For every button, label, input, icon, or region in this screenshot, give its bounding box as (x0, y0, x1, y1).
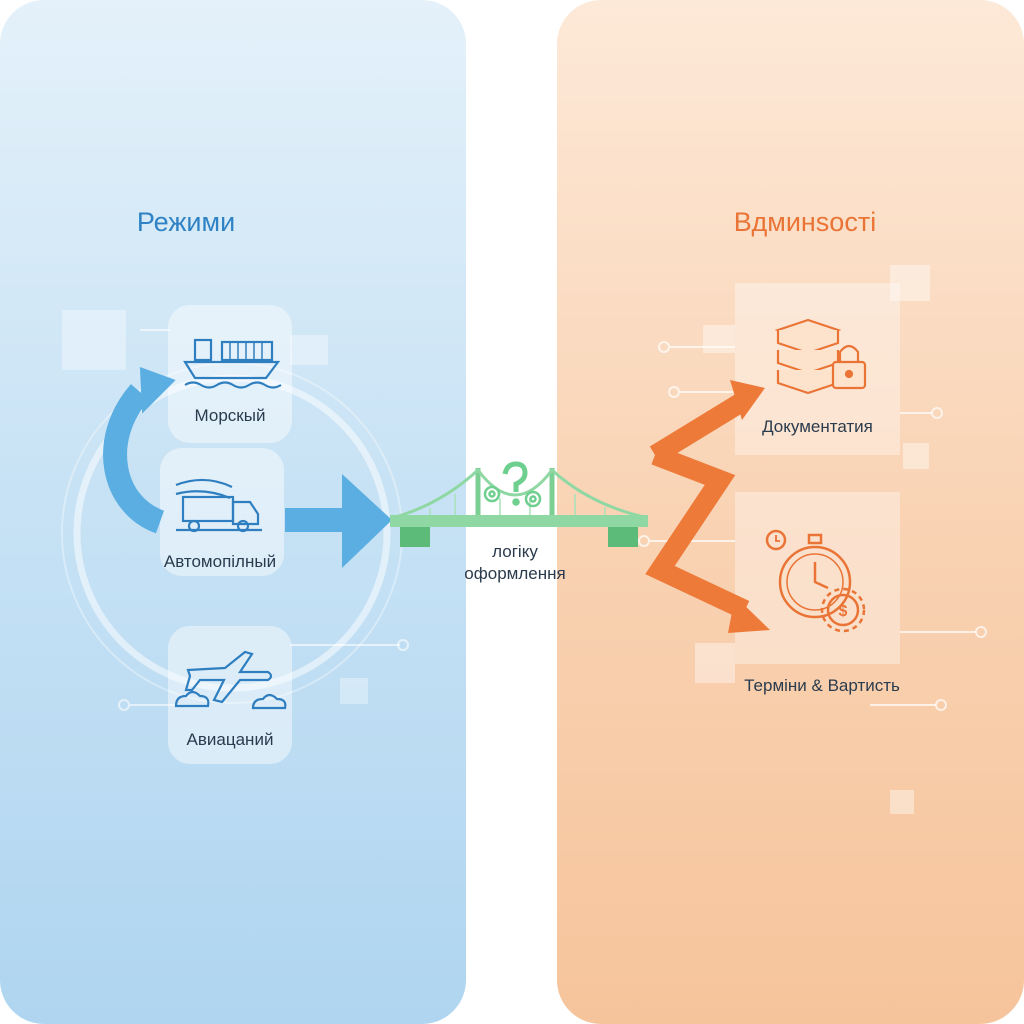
dollar-icon: $ (839, 603, 848, 620)
ship-icon (183, 338, 282, 389)
requirements-heading: Вдминsocтi (733, 207, 877, 237)
zigzag-arrow-head-bottom-icon (728, 596, 770, 633)
question-gears-icon (483, 461, 542, 508)
zigzag-arrow-icon (645, 445, 750, 620)
stopwatch-cost-icon (765, 529, 866, 633)
straight-arrow-shaft-icon (285, 508, 347, 532)
curved-arrow-head-icon (139, 367, 176, 414)
timing-cost-card (735, 492, 900, 664)
road-label: Автомопiлный (163, 552, 277, 571)
truck-icon (175, 478, 262, 533)
bridge-label-line1: логiку (492, 542, 538, 561)
airplane-icon (174, 650, 287, 710)
straight-arrow-head-icon (342, 474, 392, 568)
bridge-icon (390, 467, 649, 547)
database-lock-icon (774, 318, 867, 395)
curved-arrow-icon (103, 384, 165, 534)
air-label: Авиацаний (186, 730, 274, 749)
sea-label: Морскый (194, 406, 266, 425)
documentation-label: Документатия (762, 417, 873, 436)
road-card (160, 448, 284, 576)
timing-cost-label: Термiни & Вартисть (744, 676, 900, 695)
zigzag-arrow-head-top-icon (730, 380, 765, 420)
sea-card (168, 305, 292, 443)
requirements-panel (557, 0, 1024, 1024)
modes-heading: Режими (136, 207, 236, 237)
bridge-label-line2: оформлення (464, 564, 566, 583)
